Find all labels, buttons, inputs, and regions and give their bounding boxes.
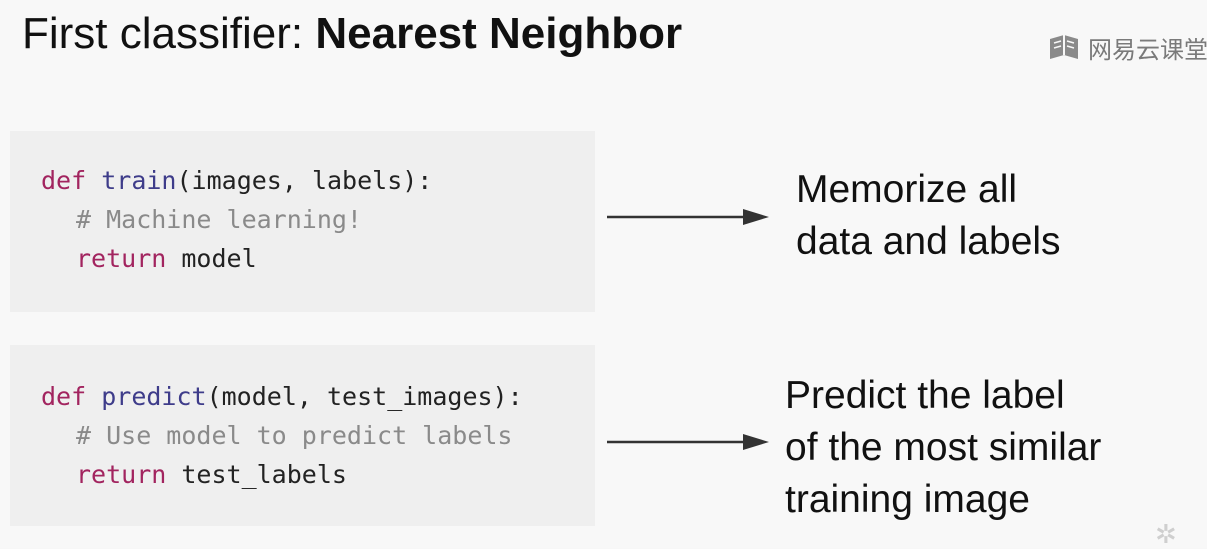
train-code-block: def train(images, labels): # Machine lea… xyxy=(10,131,595,312)
book-icon xyxy=(1048,33,1080,63)
watermark-text: 网易云课堂 xyxy=(1088,36,1207,64)
code-args: (model, test_images): xyxy=(206,382,523,411)
code-line: return test_labels xyxy=(41,455,595,494)
code-line: return model xyxy=(41,239,595,278)
right-arrow-icon xyxy=(607,430,772,459)
code-return-value: test_labels xyxy=(166,460,347,489)
description-line: training image xyxy=(785,478,1030,521)
code-keyword: return xyxy=(76,460,167,489)
code-line: def predict(model, test_images): xyxy=(41,377,595,416)
code-function-name: train xyxy=(101,166,177,195)
code-keyword: def xyxy=(41,382,87,411)
code-keyword: def xyxy=(41,166,87,195)
slide-title: First classifier: Nearest Neighbor xyxy=(22,8,682,60)
description-line: of the most similar xyxy=(785,426,1102,469)
code-keyword: return xyxy=(76,244,167,273)
watermark: 网易云课堂 xyxy=(1048,30,1207,65)
title-regular: First classifier: xyxy=(22,9,316,58)
description-line: Memorize all xyxy=(796,168,1018,211)
code-line: def train(images, labels): xyxy=(41,161,595,200)
title-bold: Nearest Neighbor xyxy=(315,9,683,58)
train-description: Memorize all data and labels xyxy=(796,164,1061,268)
code-comment: # Machine learning! xyxy=(76,205,362,234)
predict-description: Predict the label of the most similar tr… xyxy=(785,370,1101,526)
code-args: (images, labels): xyxy=(176,166,433,195)
code-comment: # Use model to predict labels xyxy=(76,421,513,450)
sparkle-icon: ✲ xyxy=(1155,519,1177,549)
code-function-name: predict xyxy=(101,382,207,411)
description-line: Predict the label xyxy=(785,374,1065,417)
right-arrow-icon xyxy=(607,205,772,234)
description-line: data and labels xyxy=(796,220,1061,263)
code-return-value: model xyxy=(166,244,257,273)
predict-code-block: def predict(model, test_images): # Use m… xyxy=(10,345,595,526)
